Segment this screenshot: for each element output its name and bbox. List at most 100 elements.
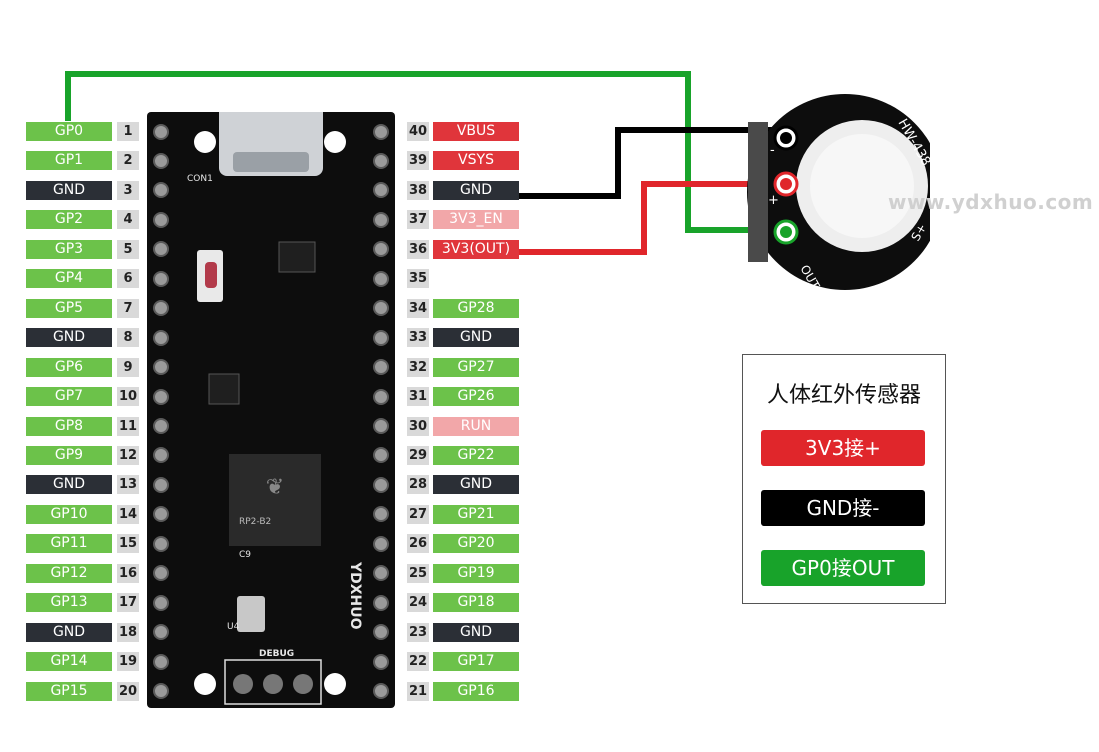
left-holes-pad — [153, 654, 169, 670]
pin-number-1: 1 — [117, 122, 139, 141]
left-holes-pad — [153, 506, 169, 522]
sensor-label-plus: + — [768, 193, 779, 208]
right-holes-pad — [373, 565, 389, 581]
silk-u4: C9 — [239, 550, 252, 560]
pin-number-25: 25 — [407, 564, 429, 583]
left-holes-pad — [153, 447, 169, 463]
pir-lens-inner — [810, 134, 914, 238]
pin-label-11: GP8 — [26, 417, 112, 436]
right-holes-pad — [373, 300, 389, 316]
pin-label-23: GND — [433, 623, 519, 642]
sensor-pin-minus-dot — [780, 132, 792, 144]
pin-label-13: GND — [26, 475, 112, 494]
pin-label-6: GP4 — [26, 269, 112, 288]
pin-label-27: GP21 — [433, 505, 519, 524]
pin-number-7: 7 — [117, 299, 139, 318]
pin-number-32: 32 — [407, 358, 429, 377]
left-holes-pad — [153, 300, 169, 316]
pin-label-8: GND — [26, 328, 112, 347]
pin-number-2: 2 — [117, 151, 139, 170]
wire-3v3-plus — [518, 181, 772, 255]
pin-label-19: GP14 — [26, 652, 112, 671]
boot-button-cap — [205, 262, 217, 288]
left-holes-pad — [153, 212, 169, 228]
left-holes-pad — [153, 536, 169, 552]
pin-label-37: 3V3_EN — [433, 210, 519, 229]
right-holes-pad — [373, 506, 389, 522]
pin-label-35 — [433, 269, 519, 288]
debug-pin-2 — [263, 674, 283, 694]
pin-label-3: GND — [26, 181, 112, 200]
pin-number-16: 16 — [117, 564, 139, 583]
debug-label: DEBUG — [259, 649, 295, 659]
sensor-pad-sminus — [894, 286, 910, 302]
pin-number-15: 15 — [117, 534, 139, 553]
left-holes-pad — [153, 624, 169, 640]
u2-chip — [278, 241, 316, 273]
pin-number-27: 27 — [407, 505, 429, 524]
usb-c-port — [233, 152, 309, 172]
legend-row-gp0: GP0接OUT — [761, 550, 925, 586]
pin-label-7: GP5 — [26, 299, 112, 318]
pin-label-24: GP18 — [433, 593, 519, 612]
pin-label-28: GND — [433, 475, 519, 494]
sensor-header — [748, 122, 768, 262]
mounting-hole-br — [324, 673, 346, 695]
left-holes-pad — [153, 182, 169, 198]
pin-label-4: GP2 — [26, 210, 112, 229]
pin-number-37: 37 — [407, 210, 429, 229]
pin-number-6: 6 — [117, 269, 139, 288]
right-holes-pad — [373, 447, 389, 463]
legend-row-3v3: 3V3接+ — [761, 430, 925, 466]
pin-label-5: GP3 — [26, 240, 112, 259]
pin-label-16: GP12 — [26, 564, 112, 583]
sensor-pad-splus — [920, 258, 930, 274]
right-holes-pad — [373, 595, 389, 611]
pin-label-10: GP7 — [26, 387, 112, 406]
pin-number-5: 5 — [117, 240, 139, 259]
pin-label-14: GP10 — [26, 505, 112, 524]
left-holes-pad — [153, 595, 169, 611]
right-holes-pad — [373, 153, 389, 169]
chip-text: RP2-B2 — [239, 517, 272, 527]
pin-number-40: 40 — [407, 122, 429, 141]
pin-number-14: 14 — [117, 505, 139, 524]
pin-label-40: VBUS — [433, 122, 519, 141]
pin-number-4: 4 — [117, 210, 139, 229]
pin-number-28: 28 — [407, 475, 429, 494]
pin-label-36: 3V3(OUT) — [433, 240, 519, 259]
legend-row-gnd: GND接- — [761, 490, 925, 526]
pin-label-34: GP28 — [433, 299, 519, 318]
right-holes-pad — [373, 389, 389, 405]
left-holes-pad — [153, 153, 169, 169]
pin-number-23: 23 — [407, 623, 429, 642]
right-holes-pad — [373, 683, 389, 699]
pin-number-33: 33 — [407, 328, 429, 347]
crystal-y1 — [237, 596, 265, 632]
pin-number-38: 38 — [407, 181, 429, 200]
pin-number-20: 20 — [117, 682, 139, 701]
left-holes-pad — [153, 330, 169, 346]
raspberry-logo-icon: ❦ — [266, 475, 284, 500]
pin-label-22: GP17 — [433, 652, 519, 671]
pin-label-39: VSYS — [433, 151, 519, 170]
pin-label-38: GND — [433, 181, 519, 200]
mounting-hole-bl — [194, 673, 216, 695]
left-holes-pad — [153, 683, 169, 699]
right-holes-pad — [373, 654, 389, 670]
sensor-pin-plus-dot — [780, 178, 792, 190]
mounting-hole-tl — [194, 131, 216, 153]
right-holes-pad — [373, 330, 389, 346]
pin-label-21: GP16 — [433, 682, 519, 701]
right-holes-pad — [373, 536, 389, 552]
sensor-label-minus: - — [770, 143, 775, 158]
pin-number-31: 31 — [407, 387, 429, 406]
legend-title: 人体红外传感器 — [766, 383, 921, 408]
right-holes-pad — [373, 212, 389, 228]
right-holes-pad — [373, 124, 389, 140]
pin-label-9: GP6 — [26, 358, 112, 377]
pin-number-35: 35 — [407, 269, 429, 288]
pin-label-30: RUN — [433, 417, 519, 436]
pin-label-25: GP19 — [433, 564, 519, 583]
pin-label-1: GP0 — [26, 122, 112, 141]
